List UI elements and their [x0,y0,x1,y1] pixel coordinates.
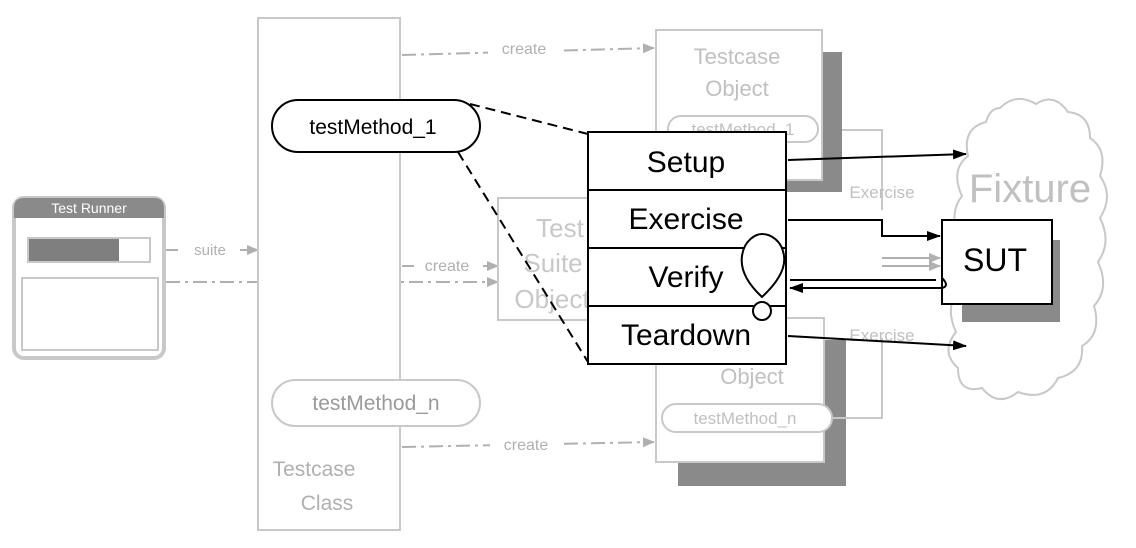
test-suite-object-line1: Test [536,213,584,243]
phase-box: Setup Exercise Verify Teardown [587,131,787,365]
fixture-label: Fixture [969,167,1091,211]
sut: SUT [941,219,1060,322]
sut-to-verify-arrow [789,277,947,293]
testcase-object-top-line2: Object [705,76,769,101]
create-mid-label: create [425,258,470,275]
test-method-n-pill [271,379,481,427]
create-bottom-label-backdrop [490,435,562,453]
testcase-class-title-line1: Testcase [273,458,356,481]
phase-teardown: Teardown [621,319,751,352]
create-top-arrow [401,43,655,56]
test-runner-progress-fill [29,239,119,261]
testcase-class-title-line2: Class [301,492,354,515]
test-method-1: testMethod_1 [271,99,481,153]
create-bottom-label: create [504,437,549,454]
test-runner-output-area [21,277,159,351]
sut-box [941,219,1053,305]
test-runner-title-bar [14,198,164,218]
exercise-to-sut-arrow [788,219,941,241]
test-runner-title: Test Runner [51,200,127,216]
phase-verify: Verify [648,261,723,294]
test-method-1-label: testMethod_1 [309,116,436,139]
create-top-label-backdrop [488,38,560,56]
create-mid-label-backdrop [414,257,480,275]
testcase-object-bottom-method: testMethod_n [693,409,796,428]
assertion-bulb-icon [740,232,786,299]
exercise-top-connector [842,129,883,210]
assertion-ball-icon [752,301,772,321]
zoom-line-top [469,103,589,135]
testcase-object-top-line1: Testcase [694,44,781,69]
test-suite-object-line3: Object [514,284,590,314]
testcase-object-bottom-line2: Object [720,364,784,389]
setup-to-fixture-arrow [787,149,967,161]
phase-exercise: Exercise [628,203,743,236]
zoom-line-bottom [457,151,589,363]
exercise-top-label: Exercise [849,183,914,202]
test-method-n-label: testMethod_n [312,392,439,415]
test-runner: Test Runner [12,196,166,360]
phase-setup: Setup [647,146,725,179]
suite-arrow-label: suite [194,242,226,259]
create-top-label: create [502,41,547,58]
sut-label: SUT [963,242,1027,278]
teardown-to-fixture-arrow [787,335,967,351]
exercise-bottom-connector [832,338,883,419]
create-bottom-arrow [401,437,655,448]
test-suite-object-line2: Suite [523,248,582,278]
test-method-1-pill [271,99,481,153]
testcase-class-box [257,17,401,531]
